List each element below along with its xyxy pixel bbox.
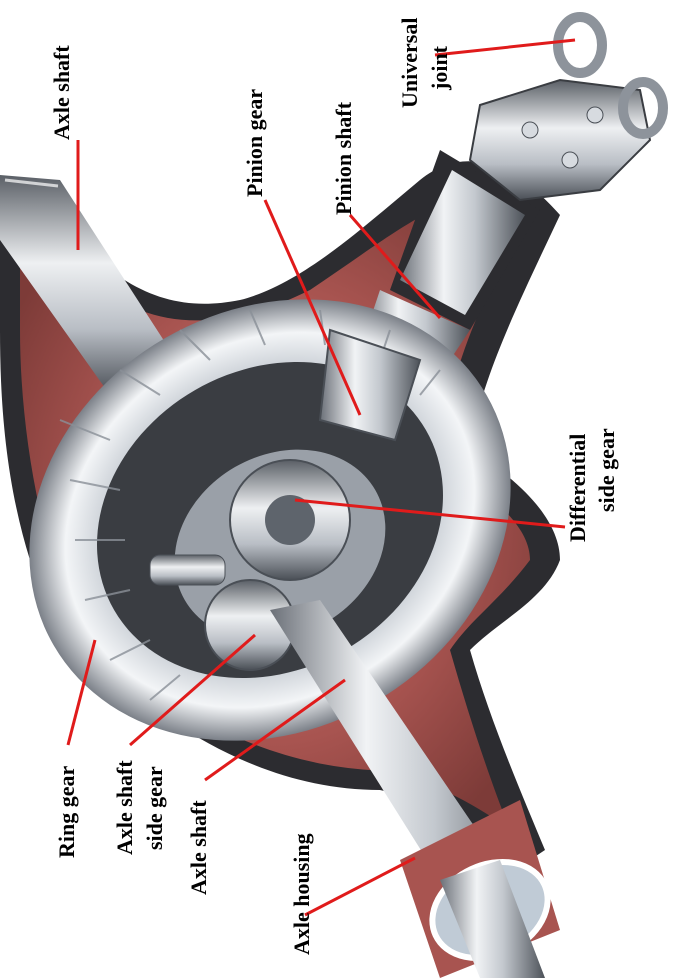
label-axle-shaft-side-gear-line1: Axle shaft (113, 760, 137, 855)
label-axle-shaft-top: Axle shaft (50, 45, 74, 140)
label-axle-shaft-bottom: Axle shaft (187, 800, 211, 895)
label-pinion-shaft: Pinion shaft (332, 102, 356, 215)
label-axle-shaft-side-gear-line2: side gear (143, 766, 167, 850)
label-differential-side-gear-line1: Differential (566, 434, 590, 542)
label-ring-gear: Ring gear (55, 766, 79, 858)
label-universal-joint-line2: joint (428, 46, 452, 90)
label-pinion-gear: Pinion gear (243, 89, 267, 197)
leader-axle-housing (305, 858, 415, 915)
universal-joint (470, 17, 663, 200)
label-universal-joint-line1: Universal (398, 18, 422, 108)
label-axle-housing: Axle housing (290, 833, 314, 955)
label-differential-side-gear-line2: side gear (595, 428, 619, 512)
